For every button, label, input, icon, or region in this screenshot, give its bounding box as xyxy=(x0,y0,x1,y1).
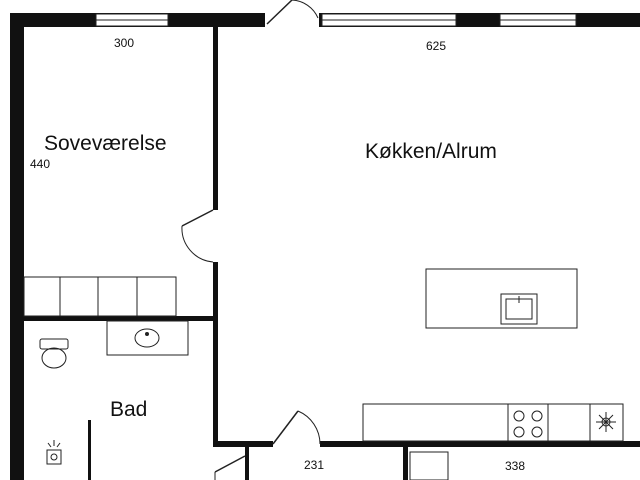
dimension-kitchen-width: 625 xyxy=(426,39,446,53)
dimension-bottom-right: 338 xyxy=(505,459,525,473)
wall-bottom-stub xyxy=(245,447,249,480)
toilet-icon xyxy=(39,338,69,369)
room-label-bedroom: Soveværelse xyxy=(44,132,167,155)
dimension-bedroom-depth: 440 xyxy=(30,157,50,171)
dimension-bottom-left: 231 xyxy=(304,458,324,472)
interior-walls xyxy=(24,27,640,480)
cooktop-icon xyxy=(513,410,543,438)
wall-bedroom-bath xyxy=(24,316,218,321)
wall-bottom-divider xyxy=(403,447,408,480)
wall-bath-stub xyxy=(88,420,91,480)
wall-bottom-left xyxy=(213,441,273,447)
lower-door xyxy=(214,455,246,480)
windows xyxy=(95,13,577,27)
washbasin-icon xyxy=(106,320,189,356)
kitchen-counter xyxy=(362,403,624,442)
dimension-bedroom-width: 300 xyxy=(114,36,134,50)
bedroom-door xyxy=(181,209,214,263)
bath-fixtures xyxy=(39,320,189,465)
exterior-walls xyxy=(10,13,640,480)
extractor-fan-icon xyxy=(596,412,616,432)
entrance-door xyxy=(265,0,319,28)
kitchen-island xyxy=(425,268,578,329)
room-label-kitchen: Køkken/Alrum xyxy=(365,140,497,163)
floor-drain-icon xyxy=(46,440,62,465)
wall-bedroom-kitchen-lower xyxy=(213,262,218,446)
lower-room-fixture xyxy=(409,451,449,480)
bottom-door xyxy=(272,410,321,445)
wardrobe xyxy=(23,276,177,317)
sink-icon xyxy=(500,293,538,325)
wall-bottom-right xyxy=(320,441,640,447)
left-wall xyxy=(10,13,24,480)
room-label-bath: Bad xyxy=(110,398,147,421)
wall-bedroom-kitchen-upper xyxy=(213,27,218,210)
